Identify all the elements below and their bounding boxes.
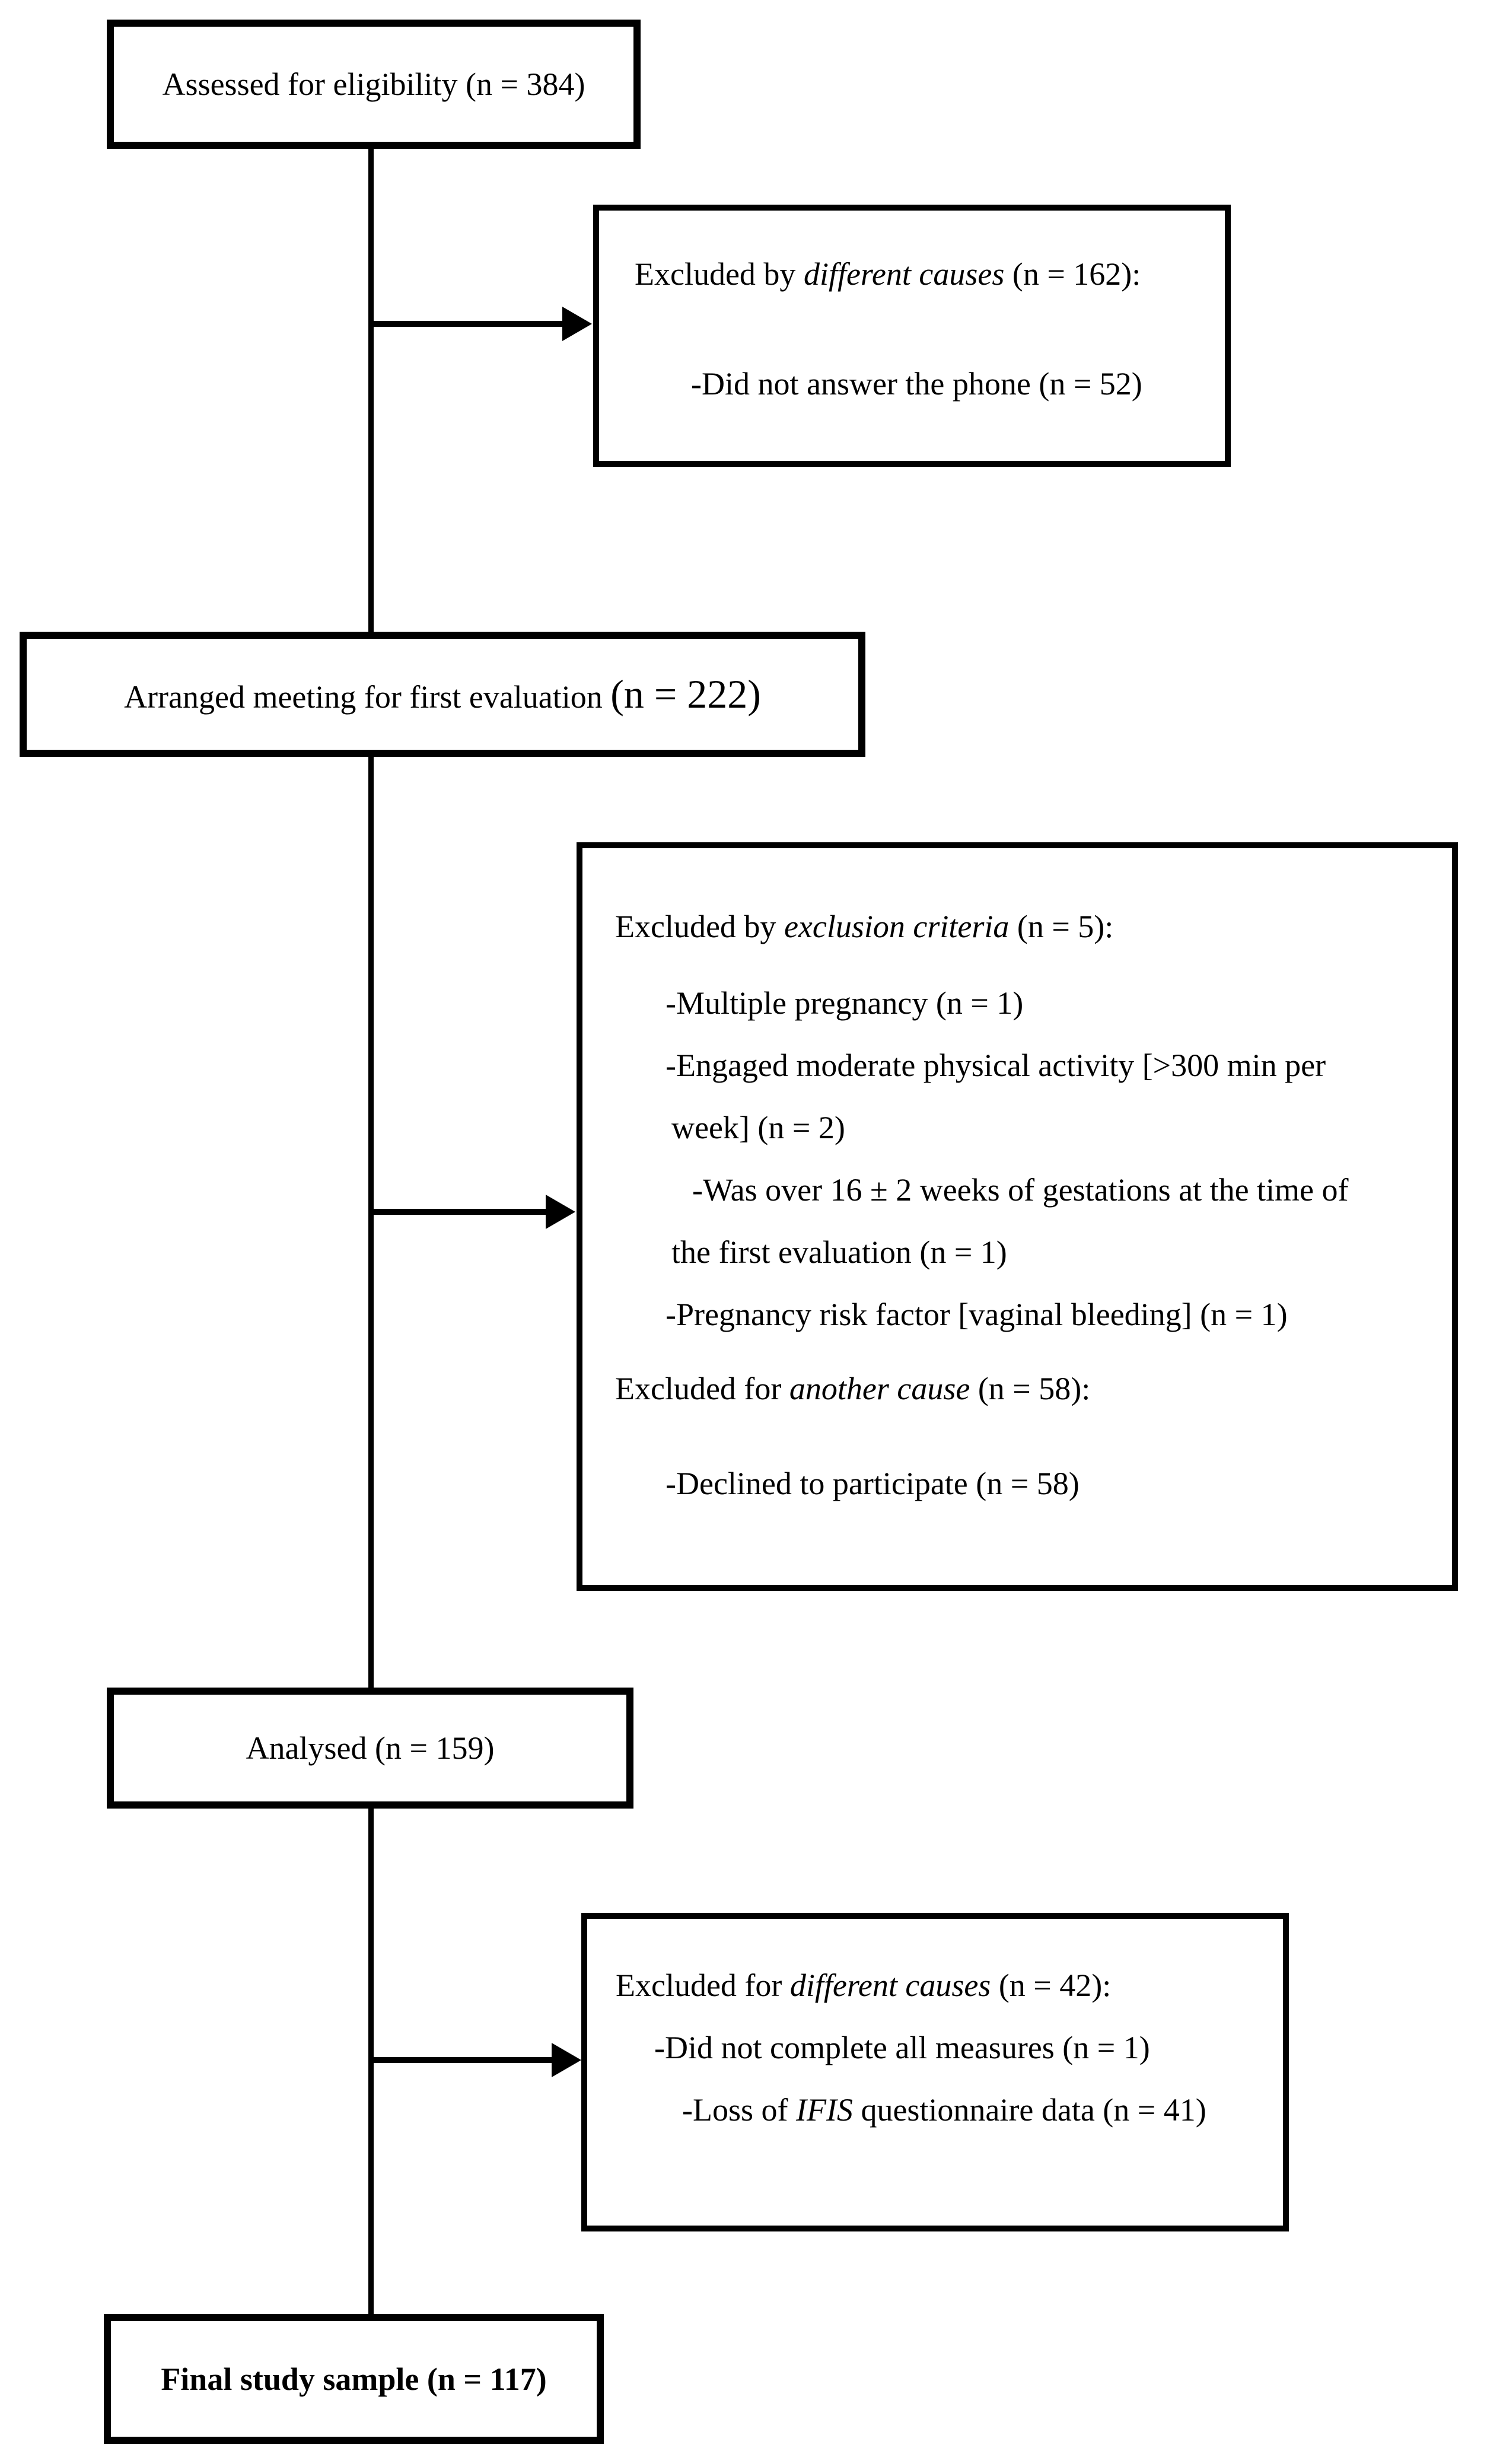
excluded-recruitment-item: -Did not answer the phone (n = 52) xyxy=(691,366,1142,402)
exclusion-criteria-box: Excluded by exclusion criteria (n = 5): … xyxy=(577,842,1458,1591)
connector-line-2 xyxy=(368,756,374,1689)
excluded-recruitment-header: Excluded by different causes (n = 162): xyxy=(635,256,1141,292)
connector-line-1 xyxy=(368,148,374,633)
assessed-label: Assessed for eligibility (n = 384) xyxy=(162,66,585,102)
analysed-box: Analysed (n = 159) xyxy=(107,1688,633,1809)
assessed-box: Assessed for eligibility (n = 384) xyxy=(107,20,641,149)
another-cause-header: Excluded for another cause (n = 58): xyxy=(615,1371,1091,1406)
arranged-meeting-box: Arranged meeting for first evaluation (n… xyxy=(20,632,865,757)
exclusion-criteria-header: Excluded by exclusion criteria (n = 5): xyxy=(615,909,1114,944)
excluded-analysis-header: Excluded for different causes (n = 42): xyxy=(616,1968,1112,2003)
final-sample-label: Final study sample (n = 117) xyxy=(161,2361,547,2397)
exclusion-item-declined: -Declined to participate (n = 58) xyxy=(666,1466,1080,1501)
excluded-analysis-box: Excluded for different causes (n = 42): … xyxy=(581,1913,1289,2231)
exclusion-item-multiple-pregnancy: -Multiple pregnancy (n = 1) xyxy=(666,985,1024,1021)
arrow-right-icon-2 xyxy=(546,1195,575,1229)
exclusion-item-activity-line2: week] (n = 2) xyxy=(671,1110,845,1145)
excluded-analysis-item-ifis: -Loss of IFIS questionnaire data (n = 41… xyxy=(682,2092,1206,2128)
exclusion-item-gestation-line1: -Was over 16 ± 2 weeks of gestations at … xyxy=(692,1172,1349,1208)
arrow-right-icon-1 xyxy=(562,307,592,341)
arrow-2-shaft xyxy=(371,1209,549,1215)
excluded-recruitment-box: Excluded by different causes (n = 162): … xyxy=(593,205,1231,467)
exclusion-item-gestation-line2: the first evaluation (n = 1) xyxy=(671,1234,1007,1270)
arrow-1-shaft xyxy=(371,321,566,327)
exclusion-item-activity-line1: -Engaged moderate physical activity [>30… xyxy=(666,1048,1326,1083)
arrow-right-icon-3 xyxy=(552,2043,581,2077)
arranged-meeting-n: (n = 222) xyxy=(610,671,761,717)
arranged-meeting-label: Arranged meeting for first evaluation (n… xyxy=(124,671,761,717)
exclusion-item-risk-factor: -Pregnancy risk factor [vaginal bleeding… xyxy=(666,1297,1288,1332)
final-sample-box: Final study sample (n = 117) xyxy=(104,2314,604,2444)
analysed-label: Analysed (n = 159) xyxy=(246,1730,495,1766)
arrow-3-shaft xyxy=(371,2057,555,2063)
excluded-analysis-item-measures: -Did not complete all measures (n = 1) xyxy=(654,2030,1150,2065)
